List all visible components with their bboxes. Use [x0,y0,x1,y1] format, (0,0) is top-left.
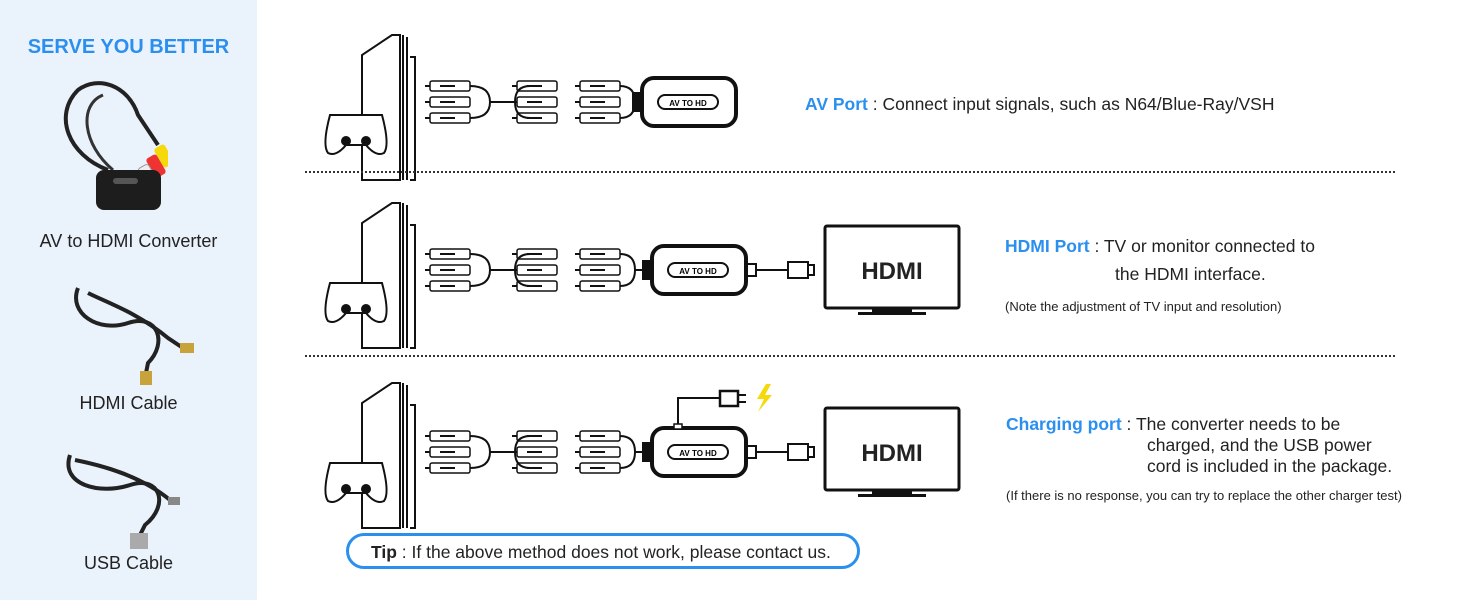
tip-box: Tip : If the above method does not work,… [346,533,860,569]
divider [305,355,1395,357]
sidebar-title: SERVE YOU BETTER [27,36,230,58]
sidebar-item-label: AV to HDMI Converter [39,231,218,251]
av-to-hd-converter-icon: AV TO HD [642,244,748,296]
charging-port-note: (If there is no response, you can try to… [1006,488,1402,503]
svg-text:AV TO HD: AV TO HD [679,449,717,458]
rca-cables-icon [425,80,642,124]
lightning-icon [757,384,772,412]
svg-text:AV TO HD: AV TO HD [679,267,717,276]
rca-cables-icon [425,430,642,474]
tv-label: HDMI [861,258,922,285]
svg-text:AV TO HD: AV TO HD [669,99,707,108]
tv-monitor-icon: HDMI [823,406,961,497]
hdmi-cable-image [74,287,194,385]
charging-port-description: Charging port : The converter needs to b… [1006,414,1341,434]
sidebar-item-label: HDMI Cable [79,393,178,413]
hdmi-port-title: HDMI Port [1005,236,1090,256]
hdmi-port-description: HDMI Port : TV or monitor connected to [1005,236,1315,256]
hdmi-port-line: the HDMI interface. [1115,264,1266,284]
hdmi-port-note: (Note the adjustment of TV input and res… [1005,299,1282,314]
charging-port-line: charged, and the USB power [1147,435,1372,455]
av-to-hd-converter-icon: AV TO HD [642,426,748,478]
divider [305,171,1395,173]
usb-cable-image [66,454,180,549]
gamepad-icon [324,282,388,323]
av-port-title: AV Port [805,94,868,114]
tv-monitor-icon: HDMI [823,224,961,315]
gamepad-icon [324,462,388,503]
game-console-icon [361,34,416,181]
tv-label: HDMI [861,440,922,467]
tip-text: If the above method does not work, pleas… [411,542,831,562]
hdmi-cable-line [746,443,815,461]
charging-port-line: cord is included in the package. [1147,456,1393,476]
tip-label: Tip [371,542,397,562]
av-to-hd-converter-icon: AV TO HD [632,76,738,128]
sidebar-item-label: USB Cable [83,553,174,573]
av-port-description: AV Port : Connect input signals, such as… [805,94,1275,114]
game-console-icon [361,382,416,529]
sidebar: SERVE YOU BETTER AV to HDMI Converter HD… [0,0,257,600]
gamepad-icon [324,114,388,155]
charging-port-title: Charging port [1006,414,1122,434]
game-console-icon [361,202,416,349]
rca-cables-icon [425,248,642,292]
power-plug-icon [673,389,746,430]
hdmi-cable-line [746,261,815,279]
av-to-hdmi-converter-image [63,81,168,210]
